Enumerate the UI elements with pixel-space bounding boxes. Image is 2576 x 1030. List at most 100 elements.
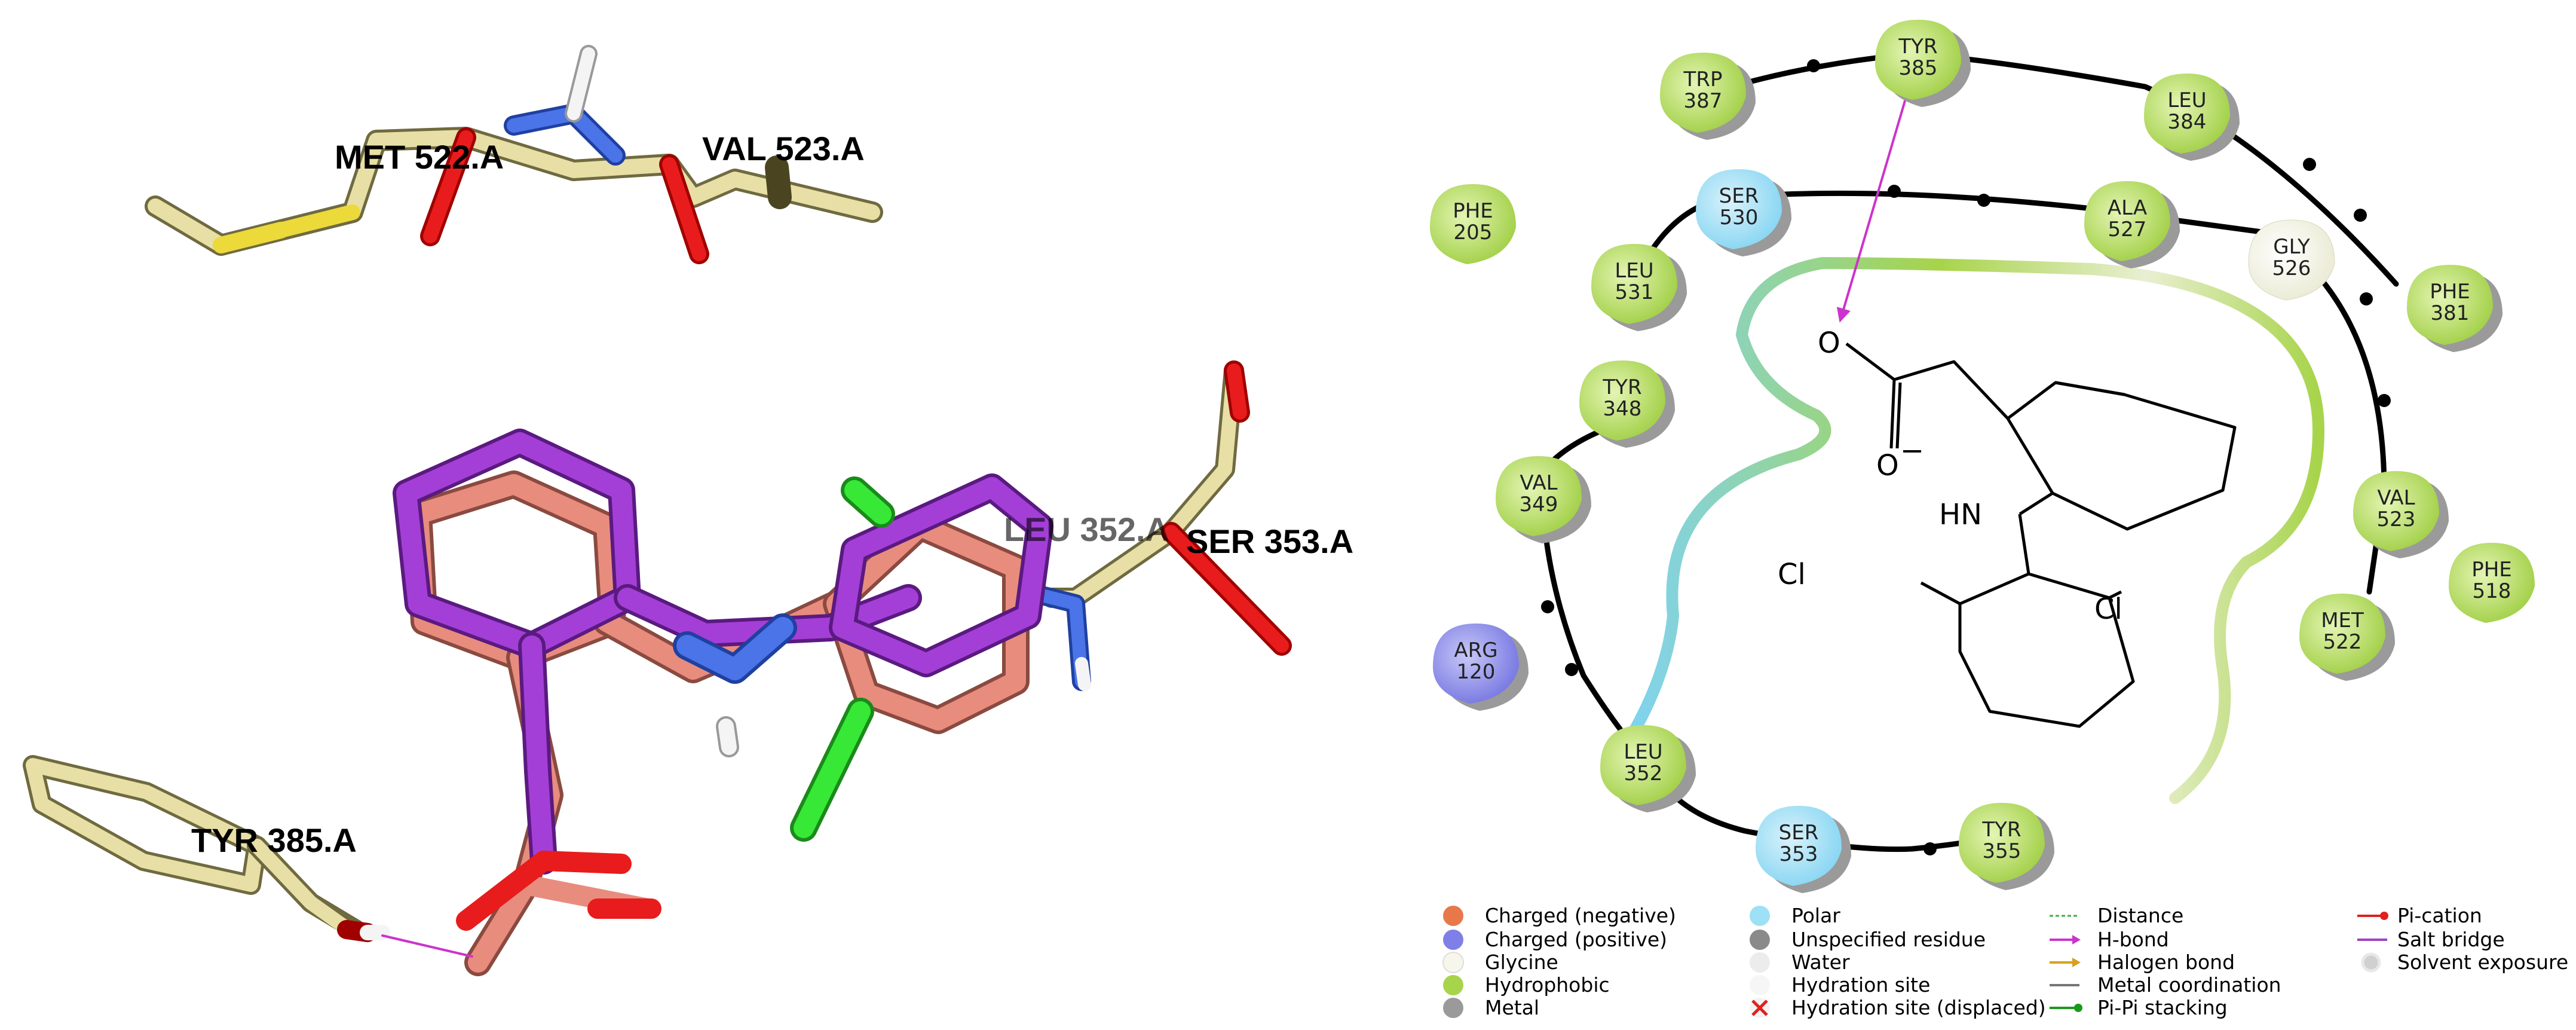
swatch-halogen (2050, 958, 2081, 967)
residue-name: TRP (1683, 68, 1723, 91)
residue-number: 522 (2323, 630, 2362, 654)
residue-name: GLY (2273, 235, 2310, 259)
swatch-glycine (1442, 952, 1464, 973)
residue-name: TYR (1981, 818, 2021, 842)
hbond-arrow (1836, 86, 1910, 323)
legend-charged-positive: Charged (positive) (1485, 928, 1667, 951)
residue-number: 384 (2168, 110, 2207, 134)
residue-number: 387 (1684, 89, 1723, 113)
swatch-pication (2357, 912, 2388, 920)
swatch-charged-positive (1443, 930, 1463, 950)
legend-hydrophobic: Hydrophobic (1485, 973, 1610, 997)
ligand-2d (1845, 343, 2237, 728)
atom-nh: HN (1939, 498, 1982, 531)
legend-polar: Polar (1791, 904, 1840, 927)
legend-col2: Polar Unspecified residue Water Hydratio… (1750, 904, 2046, 1019)
residue-name: SER (1719, 184, 1759, 208)
legend-water: Water (1791, 950, 1850, 974)
residue-name: SER (1779, 821, 1819, 845)
swatch-solvent-exposure (2361, 952, 2381, 973)
atom-o-carboxylate: O (1876, 449, 1899, 482)
legend-metal: Metal (1485, 996, 1539, 1019)
residue-number: 205 (1454, 221, 1493, 244)
legend-charged-negative: Charged (negative) (1485, 904, 1676, 927)
residue-name: TYR (1898, 35, 1937, 59)
backbone-dots (1541, 59, 2391, 855)
label-met522: MET 522.A (335, 138, 504, 176)
legend-pipi: Pi-Pi stacking (2097, 996, 2228, 1019)
legend-unspecified: Unspecified residue (1791, 928, 1986, 951)
ligand-pose-purple (393, 429, 1053, 931)
met522-val523-sticks (145, 45, 883, 264)
legend-solvent-exposure: Solvent exposure (2397, 950, 2568, 974)
residue-name: ARG (1454, 638, 1497, 662)
residue-name: VAL (2377, 486, 2415, 510)
residue-name: PHE (2430, 280, 2470, 304)
swatch-unspecified (1750, 930, 1770, 950)
swatch-hbond (2050, 935, 2081, 945)
structure-3d-panel: MET 522.A VAL 523.A LEU 352.A SER 353.A … (23, 45, 1353, 976)
legend-pication: Pi-cation (2397, 904, 2482, 927)
legend: Charged (negative) Charged (positive) Gl… (1442, 904, 2568, 1019)
residue-number: 353 (1779, 842, 1818, 866)
tyr385-sticks (23, 755, 473, 958)
residue-number: 530 (1720, 206, 1759, 230)
label-ser353: SER 353.A (1186, 522, 1353, 560)
atom-charge: − (1900, 434, 1924, 467)
backbone-lines (1539, 51, 2399, 852)
legend-salt-bridge: Salt bridge (2397, 928, 2505, 951)
nh-cl-atoms (673, 476, 895, 842)
residue-number: 352 (1624, 762, 1663, 786)
swatch-metal (1443, 998, 1463, 1018)
residue-name: PHE (2471, 558, 2512, 582)
legend-halogen: Halogen bond (2097, 950, 2235, 974)
swatch-hydrophobic (1443, 975, 1463, 995)
legend-metal-coordination: Metal coordination (2097, 973, 2281, 997)
atom-o-carbonyl: O (1818, 326, 1840, 360)
residue-name: ALA (2108, 196, 2147, 220)
legend-hydration-displaced: Hydration site (displaced) (1791, 996, 2046, 1019)
swatch-hydration-site (1750, 975, 1770, 995)
atom-cl-right: Cl (2094, 592, 2122, 626)
swatch-hydration-displaced (1750, 998, 1770, 1018)
legend-hydration-site: Hydration site (1791, 973, 1930, 997)
swatch-water (1750, 952, 1770, 973)
residue-number: 518 (2473, 579, 2511, 603)
residue-number: 526 (2272, 256, 2311, 280)
residue-number: 523 (2377, 508, 2416, 531)
legend-col3: Distance H-bond Halogen bond Metal coord… (2050, 904, 2281, 1019)
swatch-polar (1750, 906, 1770, 926)
residue-number: 355 (1983, 839, 2021, 863)
residue-number: 527 (2108, 218, 2147, 242)
residue-name: LEU (2167, 88, 2206, 112)
residue-number: 381 (2431, 301, 2470, 325)
residue-number: 349 (1520, 493, 1558, 516)
residue-name: LEU (1624, 740, 1662, 764)
swatch-pipi (2050, 1004, 2082, 1012)
leu352-ser353-sticks (1030, 360, 1292, 691)
pocket-contour (1622, 257, 2325, 804)
residue-number: 348 (1603, 397, 1642, 421)
legend-col4: Pi-cation Salt bridge Solvent exposure (2357, 904, 2568, 974)
swatch-charged-negative (1443, 906, 1463, 926)
residue-name: PHE (1453, 199, 1493, 223)
residue-name: VAL (1520, 471, 1557, 495)
legend-glycine: Glycine (1485, 950, 1558, 974)
